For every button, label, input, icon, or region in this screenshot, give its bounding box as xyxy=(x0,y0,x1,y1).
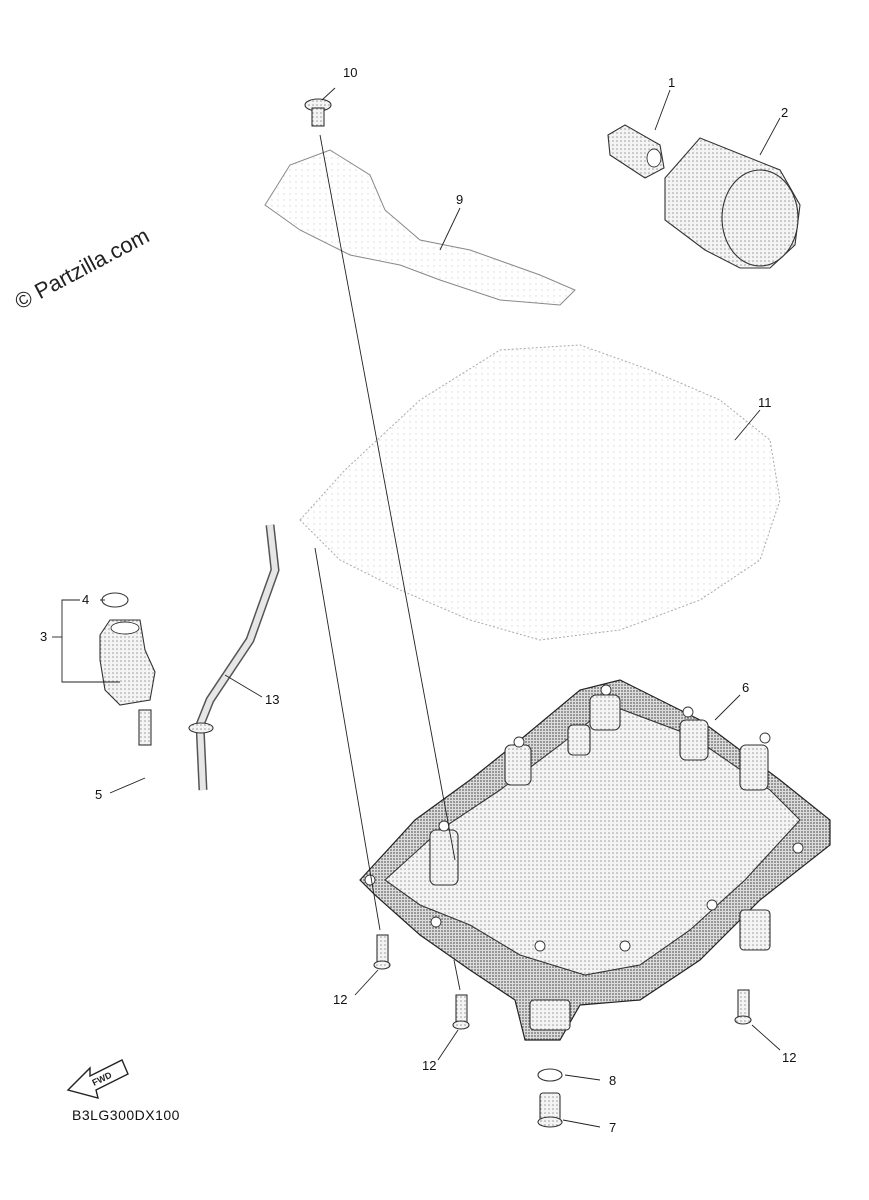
callout-2: 2 xyxy=(781,105,788,120)
bolt-part-10 xyxy=(304,98,332,127)
bolts-part-12 xyxy=(373,934,752,1030)
callout-6: 6 xyxy=(742,680,749,695)
washer-part-8 xyxy=(537,1068,563,1082)
callout-13: 13 xyxy=(265,692,279,707)
callout-7: 7 xyxy=(609,1120,616,1135)
callout-5: 5 xyxy=(95,787,102,802)
callout-12-right: 12 xyxy=(782,1050,796,1065)
diagram-code: B3LG300DX100 xyxy=(72,1107,180,1123)
watermark-text: © Partzilla.com xyxy=(11,223,154,315)
leader-lines xyxy=(52,87,781,1128)
oil-pan-part-6 xyxy=(359,679,831,1041)
strainer-assembly-part-3 xyxy=(99,592,156,746)
crankcase-outline-part-11 xyxy=(299,344,781,641)
callout-10: 10 xyxy=(343,65,357,80)
callout-12-center: 12 xyxy=(422,1058,436,1073)
callout-8: 8 xyxy=(609,1073,616,1088)
oil-filter-part-2 xyxy=(664,137,801,269)
callout-9: 9 xyxy=(456,192,463,207)
oil-pipe-part-13 xyxy=(188,524,280,791)
callout-labels: 10 1 2 9 11 4 3 6 13 5 12 12 12 8 7 xyxy=(40,65,796,1135)
callout-11: 11 xyxy=(758,395,772,410)
union-bolt-part-1 xyxy=(607,124,665,179)
callout-12-left: 12 xyxy=(333,992,347,1007)
drain-bolt-part-7 xyxy=(537,1092,563,1128)
callout-1: 1 xyxy=(668,75,675,90)
forward-arrow-icon: FWD xyxy=(66,1059,129,1099)
callout-3: 3 xyxy=(40,629,47,644)
callout-4: 4 xyxy=(82,592,89,607)
oil-pan-gasket-part-9 xyxy=(264,149,576,306)
